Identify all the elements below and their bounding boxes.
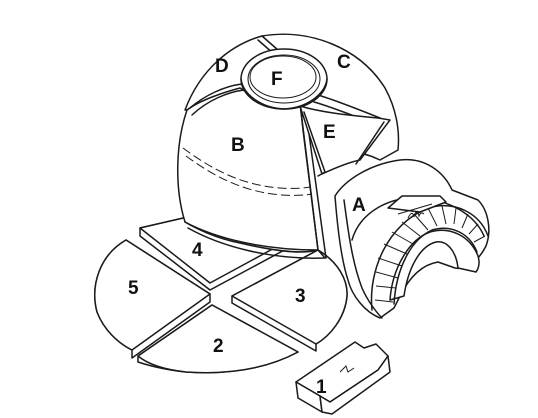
panel-e: [299, 105, 391, 177]
floor-slab-5-top: [94, 239, 211, 351]
top-ring-outer: [240, 48, 328, 110]
top-ring-f: [240, 48, 328, 110]
label-a: A: [352, 195, 366, 216]
top-ring-inner: [249, 55, 317, 99]
front-step-piece-1: [295, 341, 391, 415]
floor-slab-2-top: [137, 304, 299, 374]
arch-keystone: [387, 195, 447, 213]
arch-entrance-a: [334, 158, 490, 319]
label-4: 4: [192, 240, 203, 261]
dome-seam-left: [189, 83, 243, 109]
label-f: F: [271, 69, 283, 90]
top-ring-side: [240, 78, 328, 110]
labels: A B C D E F 1 2 3 4 5: [128, 52, 366, 398]
label-d: D: [215, 56, 229, 77]
dome-front-panel-b: [176, 87, 319, 253]
label-3: 3: [295, 286, 306, 307]
label-c: C: [337, 52, 351, 73]
dome-top-seam: [261, 35, 279, 51]
floor-slab-3-top: [231, 249, 348, 345]
label-e: E: [323, 122, 336, 143]
panel-e-inner: [303, 111, 326, 177]
step-front-2: [319, 355, 391, 415]
label-2: 2: [213, 336, 224, 357]
panel-e-inner-2: [355, 121, 385, 165]
dome-b-right-edge: [299, 102, 319, 251]
label-5: 5: [128, 278, 139, 299]
panel-e-shape: [299, 105, 391, 175]
label-1: 1: [316, 377, 327, 398]
top-ring-mid: [247, 54, 321, 104]
dome-seam-left-2: [191, 89, 245, 116]
step-notch-icon: [339, 365, 355, 373]
arch-script-mark: [407, 211, 425, 219]
dome-b-bottom-edge: [184, 221, 326, 259]
dome-dashed-seam-1: [182, 147, 311, 189]
dome-dashed-seam-2: [185, 155, 313, 196]
arch-brick-ring-inner: [393, 227, 478, 305]
arch-vent-slot: [397, 203, 433, 215]
label-b: B: [231, 135, 245, 156]
arch-side-edge: [343, 199, 383, 319]
